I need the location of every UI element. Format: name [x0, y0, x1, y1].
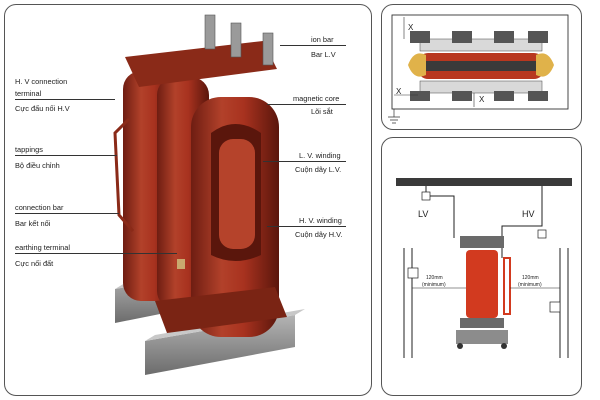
label-cuc-noi-dat: Cực nối đất — [15, 259, 54, 268]
leader-hv-winding — [267, 226, 346, 227]
installation-diagram — [396, 178, 572, 358]
bottom-yoke — [155, 287, 287, 333]
leader-magnetic-core — [267, 104, 346, 105]
label-connection-bar: connection bar — [15, 203, 64, 212]
leader-earthing-terminal — [15, 253, 177, 254]
label-hv: HV — [522, 209, 535, 219]
label-lv: LV — [418, 209, 429, 219]
earthing-terminal-shape — [177, 259, 185, 269]
label-cuc-dau-noi-hv: Cực đấu nối H.V — [15, 104, 70, 113]
cross-section-diagram — [388, 14, 569, 124]
clearance-x-bottom: X — [479, 95, 485, 104]
leader-hv-terminal — [15, 99, 115, 100]
label-tappings: tappings — [15, 145, 43, 154]
clearance-left-value: 120mm — [426, 275, 443, 281]
clearance-right-note: (minimum) — [518, 282, 542, 288]
transformer-illustration-panel: ion bar Bar L.V magnetic core Lõi sắt L.… — [4, 4, 372, 396]
label-hv-winding: H. V. winding — [299, 216, 342, 225]
label-magnetic-core: magnetic core — [293, 94, 340, 103]
lv-busbars — [204, 14, 274, 66]
leader-lv-winding — [263, 161, 346, 162]
label-earthing-terminal: earthing terminal — [15, 243, 71, 252]
transformer-3d-illustration — [113, 14, 305, 375]
clearance-right-value: 120mm — [522, 275, 539, 281]
leader-connection-bar — [15, 213, 119, 214]
label-ion-bar: ion bar — [311, 35, 334, 44]
label-hv-terminal-line2: terminal — [15, 89, 42, 98]
clearance-x-left: X — [396, 87, 402, 96]
label-cuon-day-lv: Cuộn dây L.V. — [295, 165, 342, 174]
clearance-left-note: (minimum) — [422, 282, 446, 288]
label-hv-terminal-line1: H. V connection — [15, 77, 68, 86]
installation-clearance-panel: LV HV 120mm (minimum) 120mm (minimum) — [381, 137, 582, 396]
label-bar-ket-noi: Bar kết nối — [15, 219, 51, 228]
label-loi-sat: Lõi sắt — [311, 107, 333, 116]
leader-tappings — [15, 155, 117, 156]
clearance-cross-section-panel: X X X — [381, 4, 582, 130]
clearance-x-top: X — [408, 23, 414, 32]
label-cuon-day-hv: Cuộn dây H.V. — [295, 230, 343, 239]
label-lv-winding: L. V. winding — [299, 151, 341, 160]
label-bo-dieu-chinh: Bộ điều chỉnh — [15, 161, 60, 170]
connection-bar — [113, 117, 135, 232]
front-coil — [191, 97, 279, 337]
leader-ion-bar — [280, 45, 346, 46]
label-bar-lv: Bar L.V — [311, 50, 336, 59]
